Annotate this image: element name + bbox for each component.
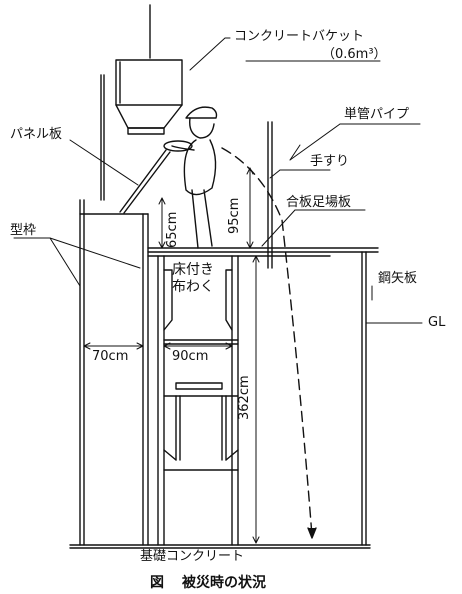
panel-board-label: パネル板 [10,127,63,142]
concrete-bucket [115,59,183,135]
chute-pipe [119,140,193,214]
scaffold-frame-label-line2: 布わく [172,279,214,295]
scaffold-frame [157,255,239,546]
formwork-label: 型枠 [10,223,37,238]
dim-65-label: 65cm [165,211,180,248]
single-pipe-label: 単管パイプ [344,107,410,122]
scaffold-deck [147,247,379,257]
caption-text: 被災時の状況 [182,575,266,591]
bucket-label: コンクリートバケット [234,29,365,44]
dim-362-label: 362cm [237,375,252,420]
formwork [79,199,149,546]
dim-65 [158,197,166,249]
dim-362 [252,255,260,544]
dim-70-label: 70cm [92,349,129,364]
handrail-label: 手すり [310,154,350,169]
dim-95-label: 95cm [227,197,242,234]
gl-label: GL [428,315,446,330]
worker-figure [171,106,218,249]
caption-prefix: 図 [150,575,164,591]
base-concrete-label: 基礎コンクリート [140,549,245,564]
dim-95 [246,167,254,249]
scaffold-frame-label: 床付き 布わく [172,262,214,296]
dim-90 [163,342,233,350]
figure-caption: 図 被災時の状況 [150,572,266,592]
plywood-scaffold-label: 合板足場板 [286,195,352,210]
handrail-post [267,121,273,269]
bucket-volume-label: （0.6m³） [322,47,387,62]
leaders [13,37,423,324]
dim-90-label: 90cm [172,349,209,364]
steel-sheet-pile-label: 鋼矢板 [378,271,418,286]
steel-sheet-pile [361,251,367,546]
fall-trajectory [221,147,313,537]
dim-70 [83,342,144,350]
scaffold-frame-label-line1: 床付き [172,262,214,278]
